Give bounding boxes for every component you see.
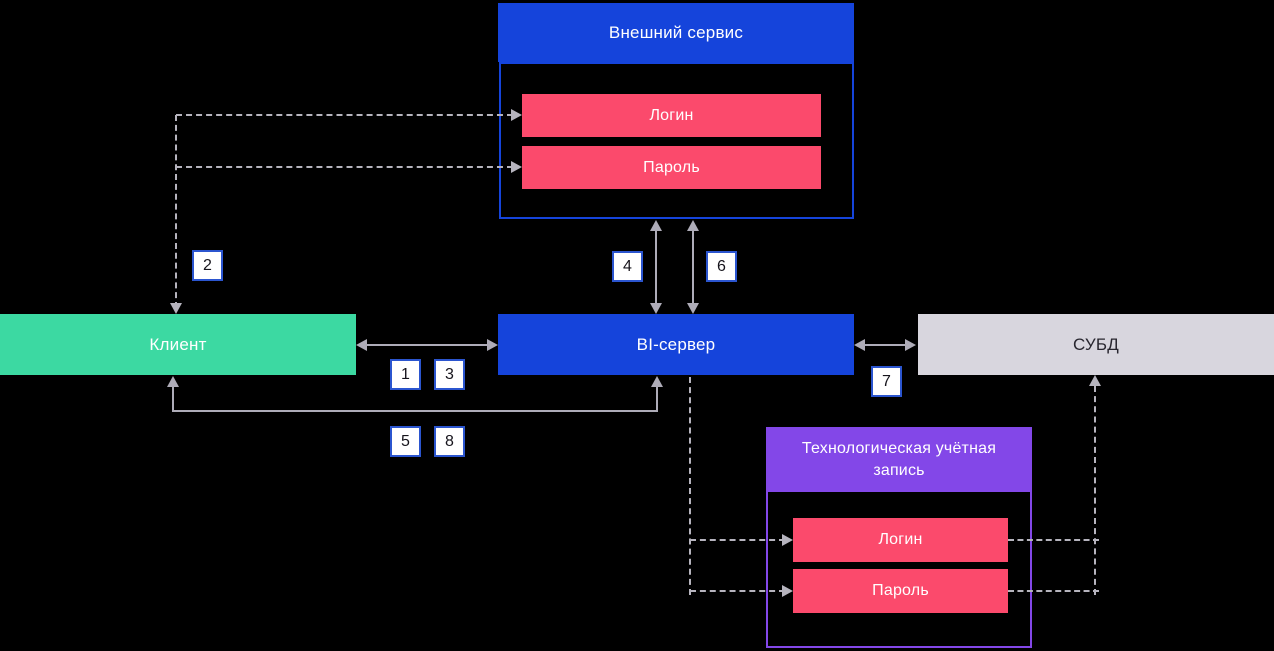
dashed-arrowhead-into-dbms-bottom (1089, 375, 1101, 386)
arrowhead-into-dbms (905, 339, 916, 351)
bi-server-label: BI-сервер (636, 334, 716, 354)
step-8-text: 8 (445, 432, 454, 450)
dashed-arrowhead-into-client-top (170, 303, 182, 314)
external-service-header: Внешний сервис (498, 3, 854, 62)
arrowhead-into-bi-right (854, 339, 865, 351)
tech-password-label: Пароль (872, 582, 929, 599)
arrow-ext-bi-right-line (692, 230, 694, 304)
arrowhead-up-into-bi-bottom (651, 376, 663, 387)
step-3-text: 3 (445, 365, 454, 383)
dashed-tech-login-to-dbms (1008, 539, 1099, 541)
arrow-ext-bi-left-line (655, 230, 657, 304)
step-7-text: 7 (882, 372, 891, 390)
external-service-container (499, 62, 854, 219)
step-4-text: 4 (623, 257, 632, 275)
arrowhead-up-ext-right (687, 220, 699, 231)
step-label-3: 3 (434, 359, 465, 390)
client-label: Клиент (149, 334, 207, 354)
dbms-label: СУБД (1073, 334, 1119, 354)
step-label-8: 8 (434, 426, 465, 457)
dashed-bi-vertical (689, 377, 691, 595)
dashed-arrowhead-into-ext-password (511, 161, 522, 173)
external-password-label: Пароль (643, 158, 700, 176)
return-line-right-vertical (656, 387, 658, 410)
arrowhead-up-into-client-bottom (167, 376, 179, 387)
dashed-line-to-tech-password (690, 590, 785, 592)
return-line-horizontal (172, 410, 658, 412)
dashed-arrowhead-into-tech-login (782, 534, 793, 546)
arrow-bi-dbms-line (864, 344, 906, 346)
bi-server-node: BI-сервер (498, 314, 854, 375)
external-service-title: Внешний сервис (608, 22, 744, 42)
step-1-text: 1 (401, 365, 410, 383)
dashed-tech-password-to-dbms (1008, 590, 1099, 592)
step-label-2: 2 (192, 250, 223, 281)
tech-login-label: Логин (878, 531, 923, 548)
arrowhead-into-bi-server (487, 339, 498, 351)
external-login-field: Логин (522, 94, 821, 137)
step-6-text: 6 (717, 257, 726, 275)
client-node: Клиент (0, 314, 356, 375)
tech-password-field: Пароль (793, 569, 1008, 613)
tech-account-title: Технологическая учётная запись (801, 439, 997, 479)
step-label-4: 4 (612, 251, 643, 282)
step-label-1: 1 (390, 359, 421, 390)
dashed-line-to-tech-login (690, 539, 785, 541)
dashed-dbms-vertical (1094, 386, 1096, 595)
dbms-node: СУБД (918, 314, 1274, 375)
dashed-arrowhead-into-ext-login (511, 109, 522, 121)
external-password-field: Пароль (522, 146, 821, 189)
arrowhead-up-ext-left (650, 220, 662, 231)
step-label-6: 6 (706, 251, 737, 282)
arrowhead-down-bi-left (650, 303, 662, 314)
step-5-text: 5 (401, 432, 410, 450)
dashed-line-to-ext-login (176, 114, 513, 116)
return-line-left-vertical (172, 387, 174, 412)
external-login-label: Логин (649, 106, 694, 124)
dashed-line-to-ext-password (176, 166, 513, 168)
dashed-client-vertical (175, 115, 177, 308)
step-label-7: 7 (871, 366, 902, 397)
tech-login-field: Логин (793, 518, 1008, 562)
dashed-arrowhead-into-tech-password (782, 585, 793, 597)
arrow-client-bi-line (367, 344, 487, 346)
step-label-5: 5 (390, 426, 421, 457)
step-2-text: 2 (203, 256, 212, 274)
arrowhead-into-client (356, 339, 367, 351)
tech-account-header: Технологическая учётная запись (766, 427, 1032, 492)
arrowhead-down-bi-right (687, 303, 699, 314)
